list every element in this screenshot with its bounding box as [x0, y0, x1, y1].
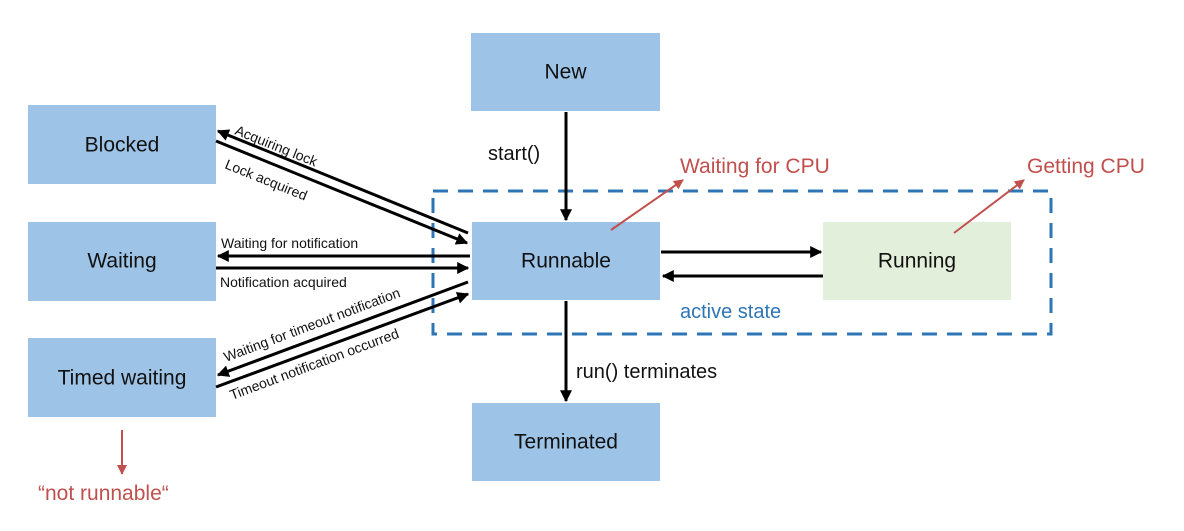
active-state-label: active state [680, 301, 781, 323]
state-waiting-label: Waiting [87, 250, 156, 273]
note-getting-cpu: Getting CPU [1027, 155, 1145, 178]
arrow-waiting-for-timeout [216, 280, 469, 377]
note-not-runnable: “not runnable“ [38, 482, 169, 505]
state-timed-waiting-label: Timed waiting [58, 367, 187, 390]
label-timeout-occurred: Timeout notification occurred [227, 325, 400, 403]
label-waiting-for-notification: Waiting for notification [221, 235, 358, 251]
state-running: Running [823, 222, 1011, 300]
state-terminated: Terminated [472, 403, 660, 481]
state-blocked: Blocked [28, 105, 216, 184]
state-runnable: Runnable [472, 222, 660, 300]
pointer-getting-cpu [953, 179, 1025, 234]
state-new: New [471, 33, 660, 111]
pointer-waiting-for-cpu [610, 179, 684, 231]
arrow-lock-acquired [215, 139, 469, 245]
label-run-terminates: run() terminates [576, 361, 717, 383]
state-waiting: Waiting [28, 222, 216, 301]
state-terminated-label: Terminated [514, 431, 618, 454]
state-timed-waiting: Timed waiting [28, 338, 216, 417]
state-runnable-label: Runnable [521, 250, 611, 273]
arrow-timeout-occurred [215, 292, 470, 389]
arrow-acquiring-lock [216, 129, 469, 235]
state-new-label: New [544, 61, 587, 84]
active-state-region [431, 189, 1053, 336]
label-notification-acquired: Notification acquired [220, 274, 347, 290]
state-blocked-label: Blocked [85, 134, 160, 157]
state-running-label: Running [878, 250, 956, 273]
label-start: start() [488, 143, 540, 165]
note-waiting-for-cpu: Waiting for CPU [680, 155, 830, 178]
